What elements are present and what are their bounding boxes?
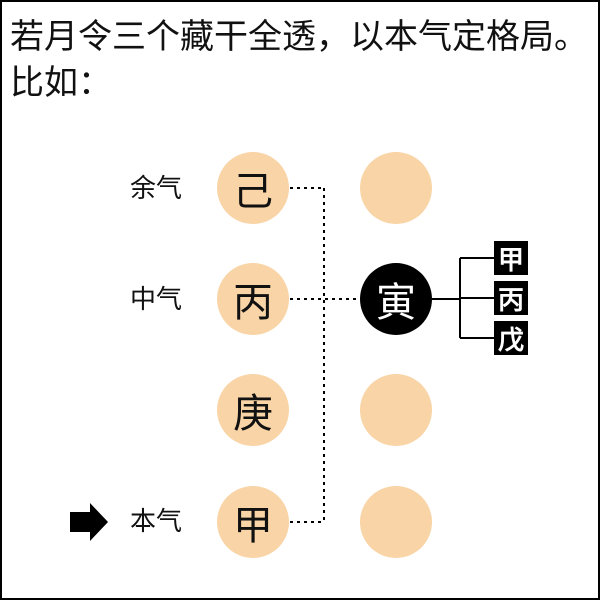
- branch-circle: 寅: [360, 263, 432, 335]
- page-title: 若月令三个藏干全透，以本气定格局。比如：: [10, 17, 588, 103]
- hidden-stem-box: 甲: [494, 241, 528, 276]
- empty-circle: [360, 486, 432, 558]
- label-residual: 余气: [130, 174, 183, 204]
- stem-circle-middle: 丙: [217, 263, 289, 335]
- arrow-right-icon: [70, 503, 108, 541]
- empty-circle: [360, 152, 432, 224]
- stem-circle-extra: 庚: [217, 374, 289, 446]
- label-main: 本气: [130, 507, 183, 537]
- hidden-stem-box: 丙: [494, 281, 528, 316]
- stem-circle-main: 甲: [217, 486, 289, 558]
- label-middle: 中气: [130, 285, 183, 315]
- hidden-stem-box: 戊: [494, 321, 528, 356]
- stem-circle-residual: 己: [217, 152, 289, 224]
- empty-circle: [360, 374, 432, 446]
